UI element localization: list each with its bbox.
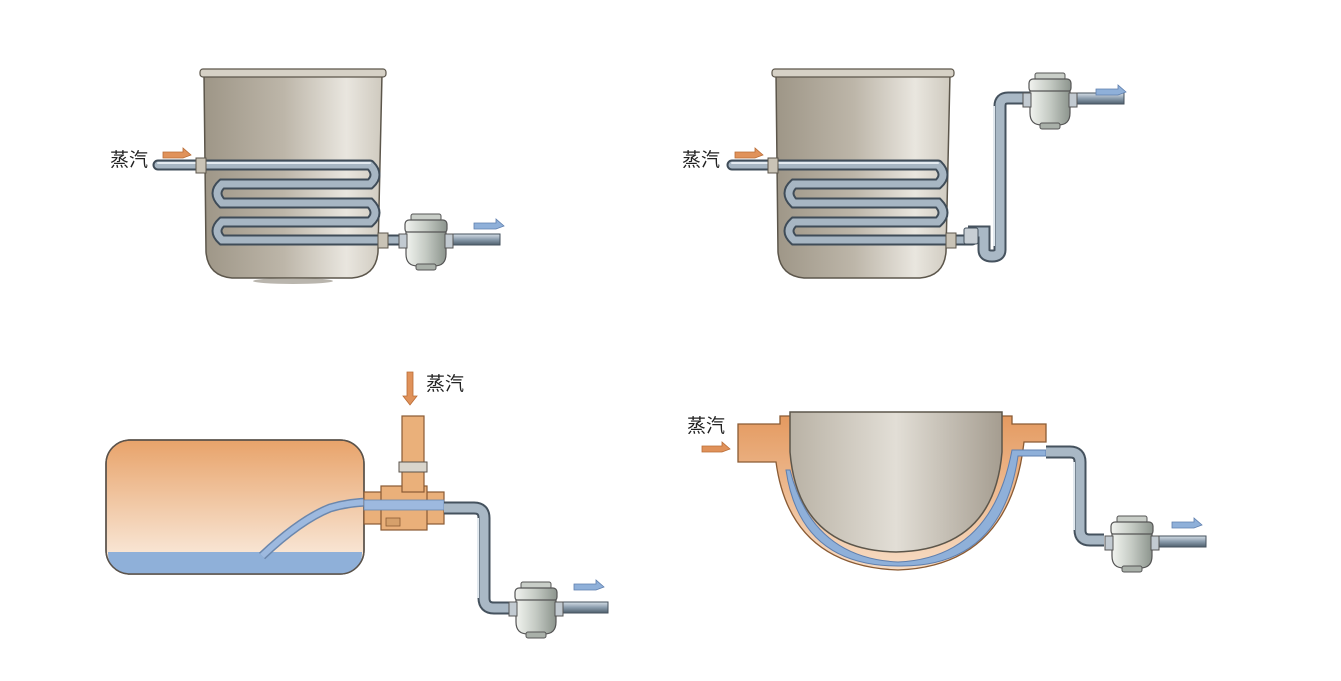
- steam-label: 蒸汽: [426, 373, 464, 395]
- condensate-arrow-icon: [1171, 517, 1203, 529]
- steam-arrow-icon: [402, 371, 418, 406]
- steam-arrow-icon: [701, 441, 731, 453]
- steam-label: 蒸汽: [687, 415, 725, 437]
- steam-arrow-icon: [162, 147, 192, 159]
- condensate-arrow-icon: [473, 218, 505, 230]
- steam-arrow-icon: [734, 147, 764, 159]
- tank-rim: [771, 68, 955, 78]
- panel-coil-tank-lift-trap: 蒸汽: [682, 68, 1127, 279]
- heating-coil: [152, 159, 416, 246]
- tank: [775, 73, 951, 279]
- steam-label: 蒸汽: [110, 149, 148, 171]
- tank: [203, 73, 383, 279]
- condensate-arrow-icon: [1095, 84, 1127, 96]
- steam-trap-icon: [1022, 72, 1078, 130]
- heating-coil: [726, 159, 978, 246]
- tank-rim: [199, 68, 387, 78]
- kettle: [789, 411, 1003, 553]
- steam-trap-icon: [398, 213, 454, 271]
- panel-jacketed-kettle: 蒸汽: [687, 411, 1207, 573]
- steam-trap-icon: [1104, 515, 1160, 573]
- panel-horizontal-tank-jacket: 蒸汽: [105, 371, 609, 639]
- panel-coil-tank-trap-low: 蒸汽: [110, 68, 505, 284]
- condensate-arrow-icon: [573, 579, 605, 591]
- steam-label: 蒸汽: [682, 149, 720, 171]
- steam-trap-icon: [508, 581, 564, 639]
